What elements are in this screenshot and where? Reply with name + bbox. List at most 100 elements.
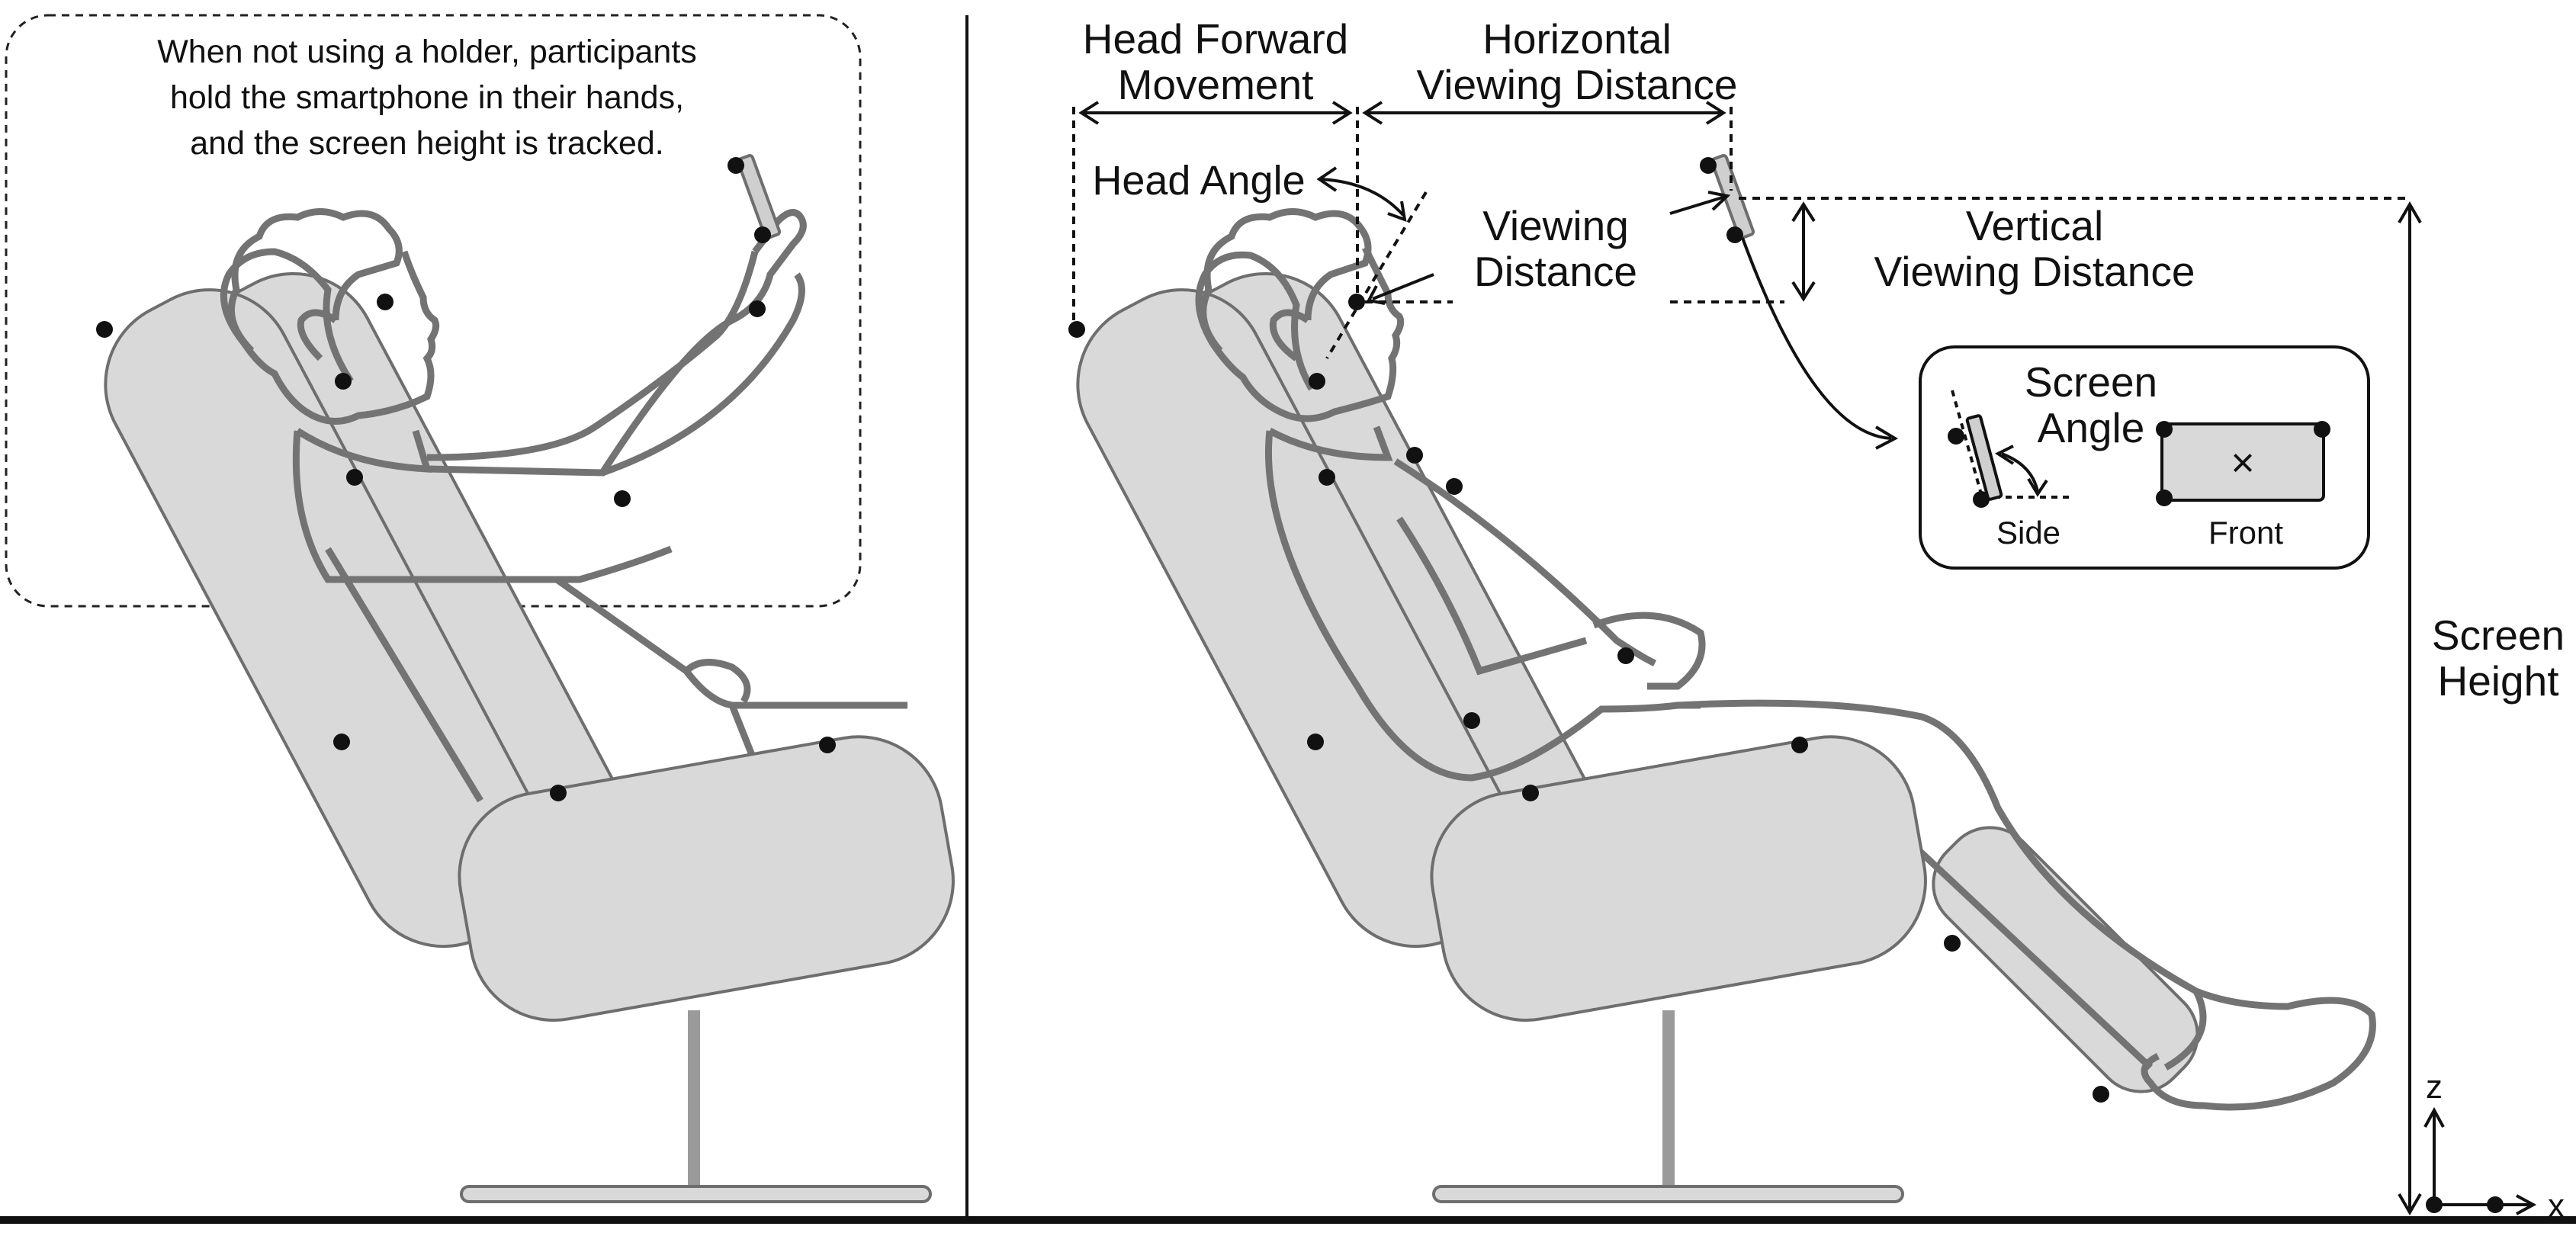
torso-outline [292,430,673,583]
marker-elbow-right [1617,647,1634,664]
marker-phone-bottom-right [1726,226,1743,243]
marker-hip [1463,712,1480,729]
front-view-marker-bottom-left [2156,490,2173,506]
marker-ear [335,373,352,390]
horizontal-viewing-distance-label-1: Horizontal [1482,15,1672,63]
cuff-right [2163,989,2207,1071]
head-forward-movement-label-2: Movement [1118,61,1314,108]
axis-x-label: x [2548,1187,2565,1225]
torso-front-right [1393,458,1657,667]
screen-height-label-2: Height [2438,657,2559,705]
hand-on-lap [683,659,751,704]
hair-outline-right [1200,208,1372,353]
coordinate-axes [2423,1106,2537,1215]
head-forward-movement-dimension [1072,101,1359,328]
ear-outline-right [1269,309,1310,361]
marker-headrest [96,321,113,338]
front-view-marker-top-right [2314,421,2330,438]
head-angle-label: Head Angle [1092,158,1305,204]
hair-outline [227,208,403,354]
marker-headrest-right [1068,321,1085,338]
side-view-label: Side [1996,515,2060,551]
vertical-viewing-distance-label-2: Viewing Distance [1874,248,2195,295]
axis-x-marker [2487,1196,2504,1213]
marker-chest-2 [1446,478,1463,495]
right-panel: Head Forward Movement Horizontal Viewing… [1068,15,2565,1225]
front-view-phone [2160,422,2325,502]
thigh-upper-right [1677,699,2199,994]
chair-base-plate [460,1185,932,1203]
screen-angle-label-2: Angle [2038,404,2145,451]
ear-outline [297,309,338,361]
lower-arm-outline [601,272,805,477]
horizontal-viewing-distance-dimension [1362,101,1733,191]
note-line-2: hold the smartphone in their hands, [170,79,684,116]
marker-phone-top [728,157,744,174]
marker-seat-back [819,737,836,753]
torso-outline-right [1264,430,1701,782]
screen-height-dimension [2398,201,2422,1215]
hand-on-lap-right [1592,612,1706,690]
inset-pointer [1741,237,1899,450]
leg-rest [1932,826,2199,1093]
viewing-distance-indicator [1365,191,1731,305]
marker-seat-back-right [1791,737,1808,753]
marker-phone-bottom [754,226,771,243]
axis-z-label: z [2426,1068,2443,1106]
side-view-marker-bottom [1973,491,1990,508]
torso-back-line [325,547,483,803]
side-view-phone [1965,414,2003,501]
screen-angle-inset: Screen Angle Side × Front [1919,345,2370,570]
side-view-marker-top [1948,428,1964,445]
seat-cushion [458,735,955,1023]
viewing-distance-label-1: Viewing [1482,202,1629,249]
front-view-label: Front [2208,515,2283,551]
marker-head [377,294,393,310]
marker-seat-front-right [1522,785,1539,801]
inner-arm-right [1396,516,1588,676]
raised-arm-outline [426,209,807,477]
marker-backrest-mid-right [1307,734,1324,750]
collar-outline [295,428,432,473]
side-view-reference-line [1951,390,1984,500]
marker-backrest-mid [333,734,350,750]
marker-shoulder [346,469,363,486]
shin-lower-right [1903,836,2154,1071]
right-marker-set [1068,157,2109,1103]
viewing-distance-label-2: Distance [1474,248,1637,295]
horizontal-viewing-distance-label-2: Viewing Distance [1417,61,1738,108]
thigh-outline [554,576,907,709]
marker-legrest-lower [2093,1086,2109,1103]
note-callout-box [5,14,862,608]
marker-ear-right [1309,373,1325,390]
note-line-3: and the screen height is tracked. [190,125,663,162]
front-view-marker-top-left [2156,421,2173,438]
front-view-center-mark: × [2231,440,2255,486]
head-angle-indicator [1316,166,1428,360]
marker-wrist [749,300,766,317]
screen-angle-arc [2001,452,2039,493]
marker-shoulder-right [1319,469,1335,486]
screen-angle-label-1: Screen [2025,358,2157,406]
left-panel: When not using a holder, participants ho… [5,14,955,1203]
seat-cushion-right [1430,735,1927,1023]
head-outline-right [1195,246,1405,422]
screen-height-label-1: Screen [2432,612,2565,659]
vertical-viewing-distance-dimension [1670,197,2410,303]
collar-outline-right [1267,425,1393,461]
marker-legrest-upper [1944,935,1961,952]
head-forward-movement-label-1: Head Forward [1083,15,1348,63]
marker-elbow [614,490,631,507]
foot-right [2141,987,2376,1111]
head-outline [220,248,440,425]
inset-box [1919,345,2370,570]
axis-origin-marker [2426,1196,2443,1213]
chair-base-plate-right [1432,1185,1904,1203]
marker-phone-top-right [1700,157,1717,174]
marker-seat-front [550,785,567,801]
note-line-1: When not using a holder, participants [157,34,697,70]
vertical-viewing-distance-label-1: Vertical [1966,202,2103,249]
left-marker-set [96,157,836,801]
marker-chest-1 [1406,447,1423,464]
smartphone-handheld [736,154,782,239]
